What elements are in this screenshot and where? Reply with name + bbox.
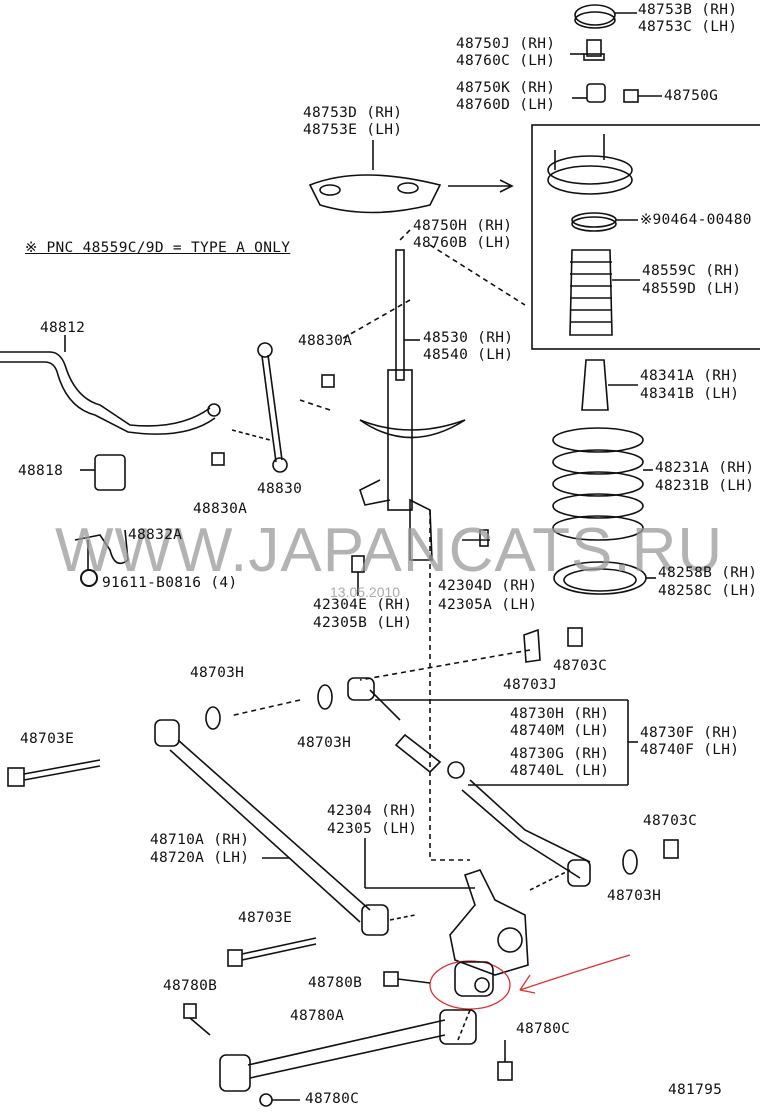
part-label[interactable]: 48703H [297, 735, 352, 751]
part-label[interactable]: 48753E (LH) [303, 122, 403, 138]
shock-absorber-48530 [359, 249, 466, 561]
watermark: WWW.JAPANCATS.RU [55, 516, 724, 585]
stabilizer-link-48830 [231, 342, 288, 473]
bolt-48780c [259, 1040, 513, 1107]
part-label[interactable]: 48830 [257, 481, 303, 497]
trailing-arm-48710a [154, 719, 416, 936]
lateral-rod-48730f [347, 677, 638, 887]
bushing-48818 [80, 454, 126, 491]
part-label[interactable]: 42305 (LH) [327, 821, 418, 837]
part-label[interactable]: 48780C [516, 1021, 571, 1037]
strut-mount [547, 134, 633, 195]
highlight-circle [429, 954, 631, 1010]
type-a-note: ※ PNC 48559C/9D = TYPE A ONLY [25, 240, 291, 256]
lower-arm-48780a [219, 1009, 477, 1092]
knuckle-42304 [364, 838, 571, 976]
type-a-box [531, 124, 760, 350]
part-label[interactable]: 48812 [40, 320, 86, 336]
part-label[interactable]: 48832A [128, 527, 183, 543]
part-label[interactable]: 48740M (LH) [510, 723, 610, 739]
part-label[interactable]: 48760D (LH) [456, 97, 556, 113]
spring-seat-48258b [553, 561, 656, 595]
part-label[interactable]: 48780A [290, 1008, 345, 1024]
date-stamp: 13.05.2010 [330, 584, 401, 600]
part-label[interactable]: 48559C (RH) [642, 263, 742, 279]
part-label[interactable]: 42304 (RH) [327, 803, 418, 819]
part-label[interactable]: 48830A [193, 501, 248, 517]
bolt-42304d [462, 529, 490, 547]
part-label[interactable]: 48540 (LH) [423, 347, 514, 363]
part-label[interactable]: 48750G [664, 88, 719, 104]
diagram-id: 481795 [668, 1082, 723, 1098]
nut-48750j [570, 39, 605, 61]
part-label[interactable]: 48753D (RH) [303, 105, 403, 121]
part-label[interactable]: 48710A (RH) [150, 832, 250, 848]
bushing-48703c [567, 627, 679, 859]
part-label[interactable]: 48703E [20, 731, 75, 747]
part-label[interactable]: 48780C [305, 1091, 360, 1107]
bracket-48832a [74, 529, 129, 570]
guide-lines-upper [299, 229, 526, 411]
part-number: 91611-B0816 (4) [102, 575, 238, 591]
part-label[interactable]: 48740F (LH) [640, 742, 740, 758]
part-label[interactable]: 48830A [298, 333, 353, 349]
bolt-marker-icon [80, 569, 98, 587]
bump-stopper-48341a [581, 359, 638, 411]
part-label-bolt[interactable]: 91611-B0816 (4) [80, 569, 237, 592]
part-label[interactable]: 48258B (RH) [658, 565, 758, 581]
coil-spring-48231a [552, 427, 653, 541]
part-label[interactable]: 48760C (LH) [456, 53, 556, 69]
nut-48830a [211, 374, 335, 466]
part-label[interactable]: 48258C (LH) [658, 583, 758, 599]
part-label[interactable]: 48750K (RH) [456, 80, 556, 96]
bearing-90464 [571, 212, 638, 232]
part-label[interactable]: 42305A (LH) [438, 597, 538, 613]
bushing-42304e [351, 555, 365, 596]
boot-48559c [569, 249, 640, 336]
part-label[interactable]: 48750H (RH) [413, 218, 513, 234]
bushing-48703h [205, 684, 638, 875]
part-label[interactable]: 48703C [643, 813, 698, 829]
part-label[interactable]: 48703C [553, 658, 608, 674]
part-label[interactable]: 48559D (LH) [642, 281, 742, 297]
part-label[interactable]: 48750J (RH) [456, 36, 556, 52]
washer-48703j [523, 628, 541, 663]
part-label[interactable]: 48341A (RH) [640, 368, 740, 384]
stabilizer-bar-48812 [0, 335, 221, 435]
bolt-48703e [7, 759, 317, 967]
part-label[interactable]: 48703J [503, 677, 558, 693]
part-label[interactable]: 48730F (RH) [640, 725, 740, 741]
collar-48750k [572, 83, 606, 103]
part-label[interactable]: 48703H [607, 888, 662, 904]
part-label[interactable]: 42305B (LH) [313, 615, 413, 631]
part-label[interactable]: 48231A (RH) [655, 460, 755, 476]
part-label[interactable]: 48231B (LH) [655, 478, 755, 494]
part-label[interactable]: 48730H (RH) [510, 706, 610, 722]
part-label[interactable]: 48760B (LH) [413, 235, 513, 251]
part-label[interactable]: 48720A (LH) [150, 850, 250, 866]
strut-cap-48753b [574, 4, 637, 29]
part-label[interactable]: 48703E [238, 910, 293, 926]
part-label[interactable]: 42304D (RH) [438, 578, 538, 594]
part-label[interactable]: ※90464-00480 [640, 212, 752, 228]
part-label[interactable]: 48740L (LH) [510, 763, 610, 779]
upper-insulator-48753d [308, 140, 514, 214]
part-label[interactable]: 48818 [18, 463, 64, 479]
nut-48750g [623, 89, 662, 103]
bolt-48780b [183, 971, 431, 1036]
part-label[interactable]: 48780B [163, 978, 218, 994]
part-label[interactable]: 48341B (LH) [640, 386, 740, 402]
guide-lines-mid [229, 649, 531, 717]
bushing-lower [454, 961, 494, 997]
part-label[interactable]: 42304E (RH) [313, 597, 413, 613]
part-label[interactable]: 48703H [190, 665, 245, 681]
part-label[interactable]: 48530 (RH) [423, 330, 514, 346]
part-label[interactable]: 48753C (LH) [638, 19, 738, 35]
part-label[interactable]: 48753B (RH) [638, 2, 738, 18]
part-label[interactable]: 48780B [308, 975, 363, 991]
part-label[interactable]: 48730G (RH) [510, 746, 610, 762]
